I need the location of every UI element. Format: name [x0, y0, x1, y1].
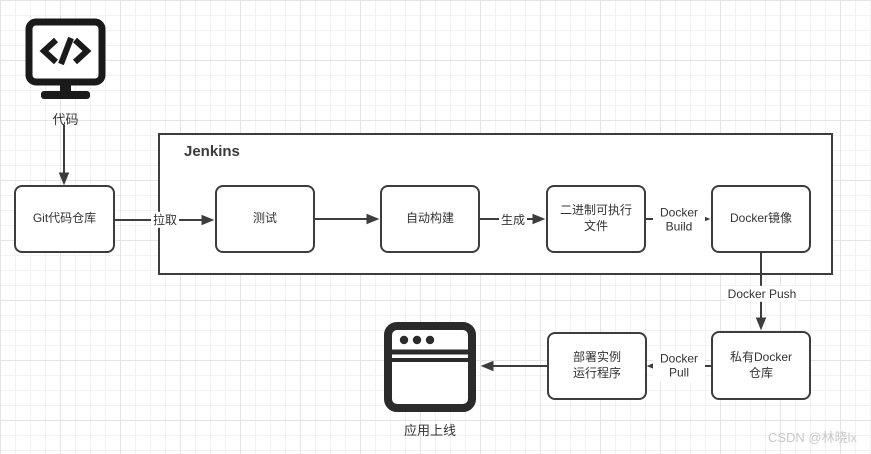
node-auto-build-label: 自动构建 — [405, 211, 454, 226]
browser-window-icon — [384, 322, 476, 412]
code-caption: 代码 — [52, 112, 79, 127]
edge-label-docker-build: Docker Build — [653, 204, 705, 236]
edge-code-to-git — [58, 125, 70, 186]
node-binary-file: 二进制可执行文件 — [546, 185, 646, 253]
csdn-watermark: CSDN @林晓lx — [767, 430, 857, 445]
edge-test-to-build — [315, 213, 380, 225]
node-git-repo: Git代码仓库 — [14, 185, 115, 253]
edge-label-pull: 拉取 — [150, 211, 180, 229]
node-deploy-instance-label: 部署实例运行程序 — [572, 350, 621, 380]
node-binary-file-label: 二进制可执行文件 — [559, 203, 632, 233]
node-test: 测试 — [215, 185, 315, 253]
app-online-caption: 应用上线 — [403, 423, 456, 438]
node-auto-build: 自动构建 — [380, 185, 480, 253]
edge-label-docker-pull: Docker Pull — [653, 350, 705, 382]
jenkins-container-title: Jenkins — [184, 143, 240, 160]
edge-label-generate: 生成 — [498, 211, 528, 229]
app-browser-group: 应用上线 — [383, 321, 477, 439]
code-monitor-icon — [25, 18, 106, 99]
edge-deploy-to-app — [480, 360, 547, 372]
node-private-registry: 私有Docker仓库 — [711, 331, 811, 400]
node-docker-image-label: Docker镜像 — [729, 211, 792, 226]
node-private-registry-label: 私有Docker仓库 — [729, 349, 792, 380]
node-deploy-instance: 部署实例运行程序 — [547, 332, 647, 400]
node-git-repo-label: Git代码仓库 — [32, 211, 97, 226]
node-test-label: 测试 — [252, 211, 277, 226]
edge-label-docker-push: Docker Push — [725, 285, 799, 303]
code-monitor-group: 代码 — [23, 18, 108, 128]
node-docker-image: Docker镜像 — [711, 185, 811, 253]
